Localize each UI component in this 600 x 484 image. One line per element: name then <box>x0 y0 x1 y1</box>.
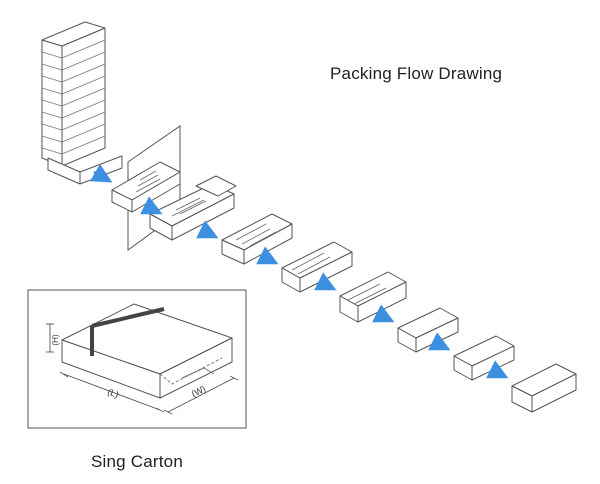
carton-sealed-2 <box>511 363 577 413</box>
carton-step-close <box>281 241 353 293</box>
carton-blank-stack <box>41 21 123 185</box>
carton-step-load <box>149 175 237 241</box>
dimension-height-label: (H) <box>51 334 60 345</box>
carton-step-fold <box>221 213 293 265</box>
carton-sealed-1 <box>453 335 515 381</box>
flow-arrows <box>90 163 509 379</box>
single-carton-inset: (H) (L) (W) <box>27 289 247 429</box>
diagram-title: Packing Flow Drawing <box>330 64 503 83</box>
dimension-length-label: (L) <box>106 387 120 400</box>
carton-step-seal <box>397 307 459 353</box>
inset-caption: Sing Carton <box>91 452 183 471</box>
carton-tape <box>90 307 165 356</box>
carton-step-glue <box>339 271 407 323</box>
